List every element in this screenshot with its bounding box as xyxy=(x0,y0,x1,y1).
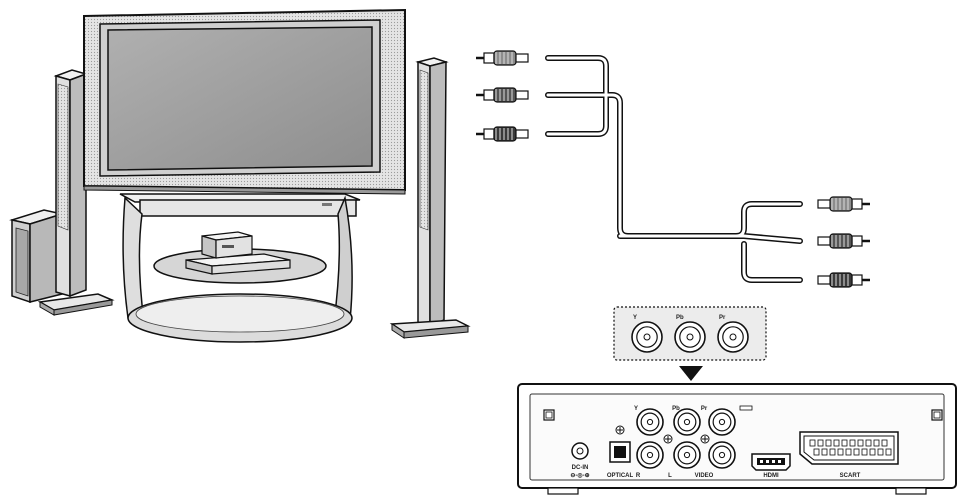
left-rca-plugs xyxy=(476,50,529,142)
component-cable xyxy=(545,55,803,283)
right-tower-speaker xyxy=(389,57,471,339)
panel-jack-0 xyxy=(636,408,664,436)
zoom-jack-1 xyxy=(674,321,706,353)
zoom-jack-2 xyxy=(717,321,749,353)
panel-jack-3 xyxy=(636,441,664,469)
hdmi-label: HDMI xyxy=(763,473,779,479)
screw-icon xyxy=(543,409,555,421)
panel-r-label: R xyxy=(636,473,641,479)
screw-icon xyxy=(700,434,710,444)
panel-video-label: VIDEO xyxy=(695,473,714,479)
panel-jack-1 xyxy=(673,408,701,436)
left-plug-2 xyxy=(476,126,529,142)
component-jacks-callout: Y Pb Pr xyxy=(613,306,767,381)
panel-jack-4 xyxy=(673,441,701,469)
optical-port: OPTICAL xyxy=(607,425,634,479)
panel-pb-label: Pb xyxy=(672,406,680,412)
optical-label: OPTICAL xyxy=(607,473,634,479)
left-tower-speaker xyxy=(37,69,115,316)
tv-stand xyxy=(119,193,361,343)
scart-label: SCART xyxy=(840,473,861,479)
right-plug-1 xyxy=(817,233,870,249)
panel-jack-5 xyxy=(708,441,736,469)
screw-icon xyxy=(931,409,943,421)
panel-l-label: L xyxy=(668,473,672,479)
panel-y-label: Y xyxy=(634,406,638,412)
zoom-jack-label-1: Pb xyxy=(676,315,684,321)
left-plug-1 xyxy=(476,87,529,103)
hdmi-port: HDMI xyxy=(751,453,791,479)
right-plug-2 xyxy=(817,272,870,288)
panel-pr-label: Pr xyxy=(701,406,708,412)
media-player-device xyxy=(185,231,291,275)
player-rear-panel: DC-IN ⊖-◎-⊕ OPTICAL Y Pb Pr R L VIDEO xyxy=(517,383,957,495)
rca-jack-grid xyxy=(636,408,736,469)
right-plug-0 xyxy=(817,196,870,212)
dc-in-jack: DC-IN ⊖-◎-⊕ xyxy=(570,442,590,479)
screw-icon xyxy=(663,434,673,444)
dc-in-label: DC-IN xyxy=(572,465,589,471)
dc-in-polarity: ⊖-◎-⊕ xyxy=(570,473,589,479)
zoom-jack-label-0: Y xyxy=(633,315,637,321)
subwoofer xyxy=(9,209,65,304)
panel-jack-2 xyxy=(708,408,736,436)
left-plug-0 xyxy=(476,50,529,66)
pointer-arrow-icon xyxy=(679,366,703,381)
flat-panel-tv xyxy=(83,8,406,195)
zoom-jack-0 xyxy=(631,321,663,353)
home-theater-scene xyxy=(9,8,471,343)
right-rca-plugs xyxy=(817,196,870,288)
zoom-jack-label-2: Pr xyxy=(719,315,726,321)
scart-port: SCART xyxy=(799,431,899,479)
